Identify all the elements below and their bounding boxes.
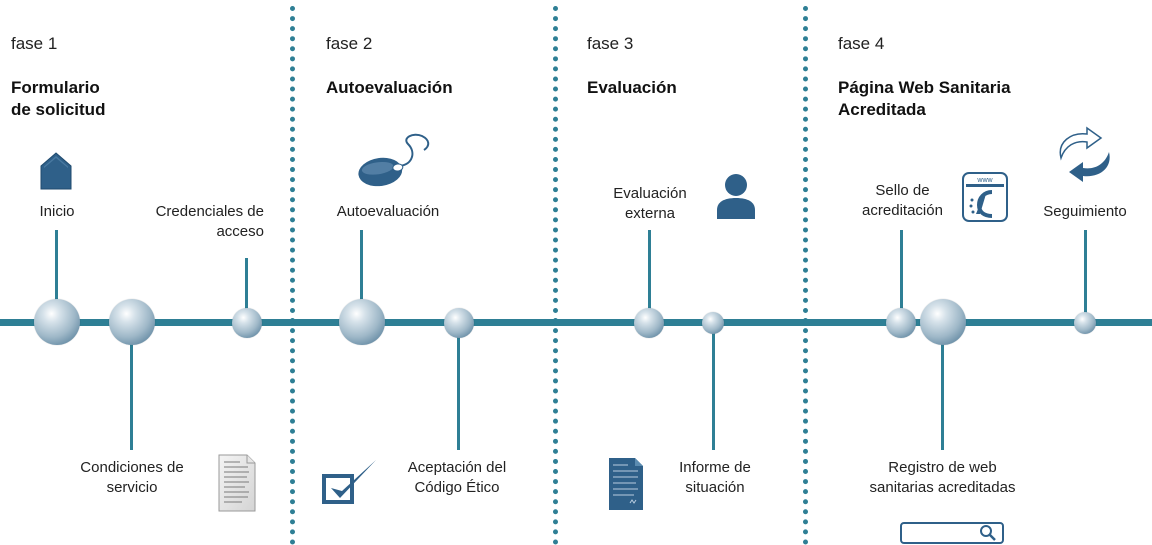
stem-evaluacion-externa: [648, 230, 651, 320]
codigo-etico-line2: Código Ético: [414, 479, 500, 496]
evaluacion-externa-line2: externa: [624, 205, 676, 222]
evaluacion-externa-line1: Evaluación: [613, 185, 687, 202]
seal-icon: www: [962, 172, 1008, 222]
mouse-icon: [358, 133, 430, 187]
step-label-seguimiento: Seguimiento: [1043, 203, 1127, 220]
node-informe: [702, 312, 724, 334]
home-icon: [40, 152, 72, 190]
step-label-registro: Registro de web sanitarias acreditadas: [845, 458, 1040, 498]
phase-4-label: fase 4: [838, 34, 885, 53]
informe-line2: situación: [685, 479, 745, 496]
phase-3-title: Evaluación: [587, 78, 677, 97]
stem-autoevaluacion: [360, 230, 363, 320]
credenciales-line1: Credenciales de: [155, 203, 264, 220]
phase-4-title-line1: Página Web Sanitaria: [838, 78, 1011, 97]
phase-2-title: Autoevaluación: [326, 78, 453, 97]
phase-3-label: fase 3: [587, 34, 634, 53]
step-label-codigo-etico: Aceptación del Código Ético: [392, 458, 522, 498]
sello-line1: Sello de: [875, 182, 930, 199]
step-label-informe: Informe de situación: [655, 458, 775, 498]
stem-seguimiento: [1084, 230, 1087, 320]
registro-line2: sanitarias acreditadas: [869, 479, 1016, 496]
condiciones-line2: servicio: [106, 479, 158, 496]
node-seguimiento: [1074, 312, 1096, 334]
stem-inicio: [55, 230, 58, 320]
node-inicio: [34, 299, 80, 345]
phase-1-title: Formulario de solicitud: [11, 77, 105, 121]
stem-credenciales: [245, 258, 248, 320]
stem-condiciones: [130, 325, 133, 450]
sello-line2: acreditación: [862, 202, 943, 219]
node-sello: [886, 308, 916, 338]
phase-1-label: fase 1: [11, 34, 58, 53]
phase-4-title: Página Web Sanitaria Acreditada: [838, 77, 1011, 121]
step-label-autoevaluacion: Autoevaluación: [336, 203, 440, 220]
node-registro: [920, 299, 966, 345]
codigo-etico-line1: Aceptación del: [407, 459, 507, 476]
stem-sello: [900, 230, 903, 320]
informe-line1: Informe de: [679, 459, 751, 476]
node-autoevaluacion: [339, 299, 385, 345]
credenciales-line2: acceso: [216, 223, 264, 240]
node-evaluacion-externa: [634, 308, 664, 338]
phase-separator-1: [290, 6, 295, 545]
step-label-condiciones: Condiciones de servicio: [62, 458, 202, 498]
step-label-inicio: Inicio: [39, 203, 75, 220]
node-codigo-etico: [444, 308, 474, 338]
stem-codigo-etico: [457, 325, 460, 450]
phase-4-title-line2: Acreditada: [838, 100, 926, 119]
refresh-icon: [1059, 126, 1110, 182]
step-label-sello: Sello de acreditación: [850, 181, 955, 221]
phase-separator-2: [553, 6, 558, 545]
node-condiciones: [109, 299, 155, 345]
registro-line1: Registro de web: [888, 459, 997, 476]
phase-1-title-line2: de solicitud: [11, 100, 106, 119]
phase-2-label: fase 2: [326, 34, 373, 53]
user-icon: [717, 174, 755, 219]
checkbox-icon: [322, 460, 376, 504]
step-label-credenciales: Credenciales de acceso: [124, 202, 264, 242]
stem-informe: [712, 325, 715, 450]
node-credenciales: [232, 308, 262, 338]
step-label-evaluacion-externa: Evaluación externa: [590, 184, 710, 224]
stem-registro: [941, 325, 944, 450]
report-icon: [609, 458, 643, 510]
search-box-icon: [900, 522, 1004, 544]
seal-www-text: www: [976, 177, 993, 184]
condiciones-line1: Condiciones de: [80, 459, 184, 476]
document-icon: [218, 454, 256, 512]
timeline-axis: [0, 319, 1152, 326]
phase-1-title-line1: Formulario: [11, 78, 100, 97]
phase-separator-3: [803, 6, 808, 545]
